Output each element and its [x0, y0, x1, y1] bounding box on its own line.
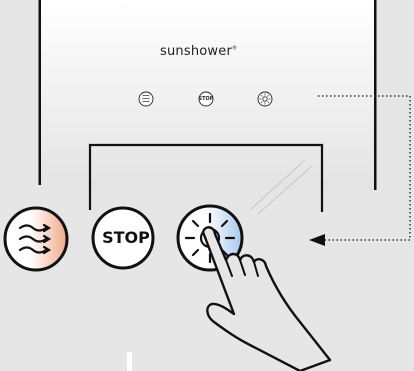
cable [127, 352, 132, 371]
hand-icon [203, 227, 330, 371]
panel-heat-icon [139, 92, 153, 106]
stop-button-label[interactable]: STOP [91, 209, 161, 267]
panel-light-icon [258, 92, 272, 106]
panel-stop-label: STOP [195, 92, 217, 106]
brand-logo: sunshower® [160, 44, 280, 59]
heat-button[interactable] [5, 208, 67, 270]
device-panel [40, 0, 375, 214]
